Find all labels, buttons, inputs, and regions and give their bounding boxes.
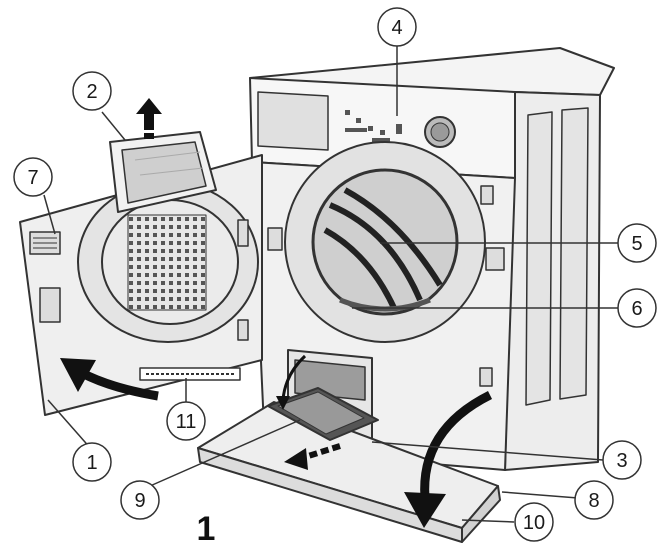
- door-grid: [127, 214, 207, 311]
- callout-label: 5: [631, 233, 642, 255]
- callout-label: 11: [176, 411, 197, 433]
- panel-buttons-icon: [345, 110, 402, 142]
- rating-strip: [139, 367, 241, 381]
- arrow-condenser-icon: [276, 354, 307, 410]
- callout-label: 10: [523, 512, 545, 534]
- side-panel-1: [525, 111, 553, 406]
- figure-number: 1: [197, 510, 216, 548]
- lint-filter: [109, 131, 217, 213]
- leader-9: [149, 419, 301, 487]
- callout-label: 6: [631, 298, 642, 320]
- side-panel-2: [559, 107, 589, 400]
- filter-slot: [339, 297, 431, 312]
- callout-9: 9: [120, 480, 160, 520]
- leader-8: [501, 491, 579, 499]
- door-catch: [485, 247, 505, 271]
- callout-10: 10: [514, 502, 554, 542]
- callout-label: 9: [134, 490, 145, 512]
- callout-label: 1: [86, 452, 97, 474]
- leader-3: [371, 441, 604, 461]
- door: [19, 154, 263, 416]
- leader-lines: [43, 46, 626, 523]
- callout-label: 7: [27, 167, 38, 189]
- leader-2: [101, 111, 126, 141]
- callout-8: 8: [574, 480, 614, 520]
- callout-7: 7: [13, 157, 53, 197]
- leader-7: [43, 194, 56, 235]
- hinge-lower: [479, 367, 493, 387]
- callout-11: 11: [166, 401, 206, 441]
- callouts: 1 2 3 4 5 6 7 8: [13, 7, 657, 542]
- display-window: [257, 91, 329, 151]
- callout-1: 1: [72, 442, 112, 482]
- hinge-upper: [267, 227, 283, 251]
- hinge-top: [480, 185, 494, 205]
- callout-label: 2: [86, 81, 97, 103]
- leader-10: [461, 519, 515, 523]
- leader-1: [47, 399, 93, 451]
- callout-6: 6: [617, 288, 657, 328]
- arrow-door-open-icon: [60, 358, 159, 401]
- arrow-up-icon: [136, 98, 162, 139]
- callout-5: 5: [617, 223, 657, 263]
- callout-4: 4: [377, 7, 417, 47]
- callout-label: 4: [391, 17, 402, 39]
- arrow-plate-down-icon: [404, 390, 493, 528]
- callout-label: 3: [616, 450, 627, 472]
- callout-label: 8: [588, 490, 599, 512]
- door-latch: [39, 287, 61, 323]
- callout-3: 3: [602, 440, 642, 480]
- drum-ribs-icon: [323, 187, 443, 312]
- callout-2: 2: [72, 71, 112, 111]
- arrow-pull-out-icon: [284, 443, 341, 470]
